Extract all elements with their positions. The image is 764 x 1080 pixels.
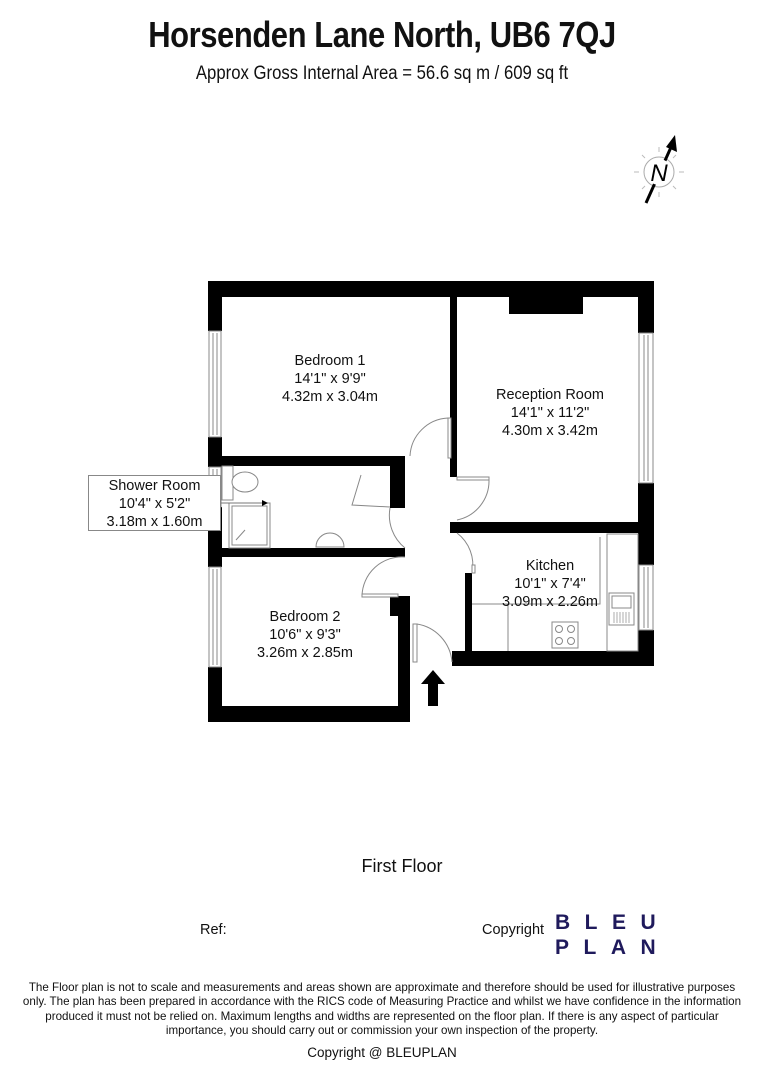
wash-basin: [315, 532, 345, 548]
north-arrow-icon: N: [634, 135, 684, 204]
disclaimer-text: The Floor plan is not to scale and measu…: [22, 981, 742, 1037]
walls: [208, 281, 654, 722]
room-name: Reception Room: [496, 387, 604, 403]
room-dimensions-imperial: 10'6" x 9'3": [269, 627, 341, 643]
room-dimensions-metric: 3.09m x 2.26m: [502, 594, 598, 610]
room-dimensions-imperial: 10'1" x 7'4": [514, 576, 586, 592]
logo-line-2: PLAN: [555, 936, 671, 959]
room-dimensions-imperial: 14'1" x 11'2": [510, 405, 590, 421]
windows: [208, 330, 654, 668]
ref-label: Ref:: [200, 922, 227, 938]
room-dimensions-metric: 3.26m x 2.85m: [257, 645, 353, 661]
floor-label: First Floor: [361, 856, 443, 876]
copyright-footer: Copyright @ BLEUPLAN: [307, 1045, 457, 1060]
room-label-bedroom-1: Bedroom 1 14'1" x 9'9" 4.32m x 3.04m: [260, 352, 400, 406]
room-name: Bedroom 1: [294, 353, 366, 369]
copyright-label: Copyright: [482, 922, 545, 938]
toilet-cistern: [221, 465, 234, 501]
property-address-title: Horsenden Lane North, UB6 7QJ: [148, 14, 616, 55]
room-name: Shower Room: [108, 478, 201, 494]
room-dimensions-metric: 3.18m x 1.60m: [106, 514, 203, 530]
svg-text:N: N: [650, 160, 668, 187]
logo-line-1: BLEU: [555, 911, 671, 934]
room-dimensions-metric: 4.30m x 3.42m: [502, 423, 598, 439]
room-label-kitchen: Kitchen 10'1" x 7'4" 3.09m x 2.26m: [490, 557, 610, 611]
doors: [351, 417, 490, 663]
room-dimensions-metric: 4.32m x 3.04m: [282, 389, 378, 405]
gross-internal-area: Approx Gross Internal Area = 56.6 sq m /…: [195, 63, 569, 84]
room-dimensions-imperial: 10'4" x 5'2": [118, 496, 191, 512]
room-name: Bedroom 2: [269, 609, 341, 625]
room-name: Kitchen: [525, 558, 575, 574]
room-label-bedroom-2: Bedroom 2 10'6" x 9'3" 3.26m x 2.85m: [235, 608, 375, 662]
bleuplan-logo: BLEU PLAN: [555, 910, 670, 960]
fixtures: [221, 465, 639, 652]
entrance-arrow-icon: [421, 670, 445, 706]
room-label-reception: Reception Room 14'1" x 11'2" 4.30m x 3.4…: [470, 386, 630, 440]
hob: [551, 621, 579, 649]
room-dimensions-imperial: 14'1" x 9'9": [294, 371, 366, 387]
toilet-bowl: [231, 471, 259, 493]
room-label-shower-room: Shower Room 10'4" x 5'2" 3.18m x 1.60m: [88, 475, 221, 531]
